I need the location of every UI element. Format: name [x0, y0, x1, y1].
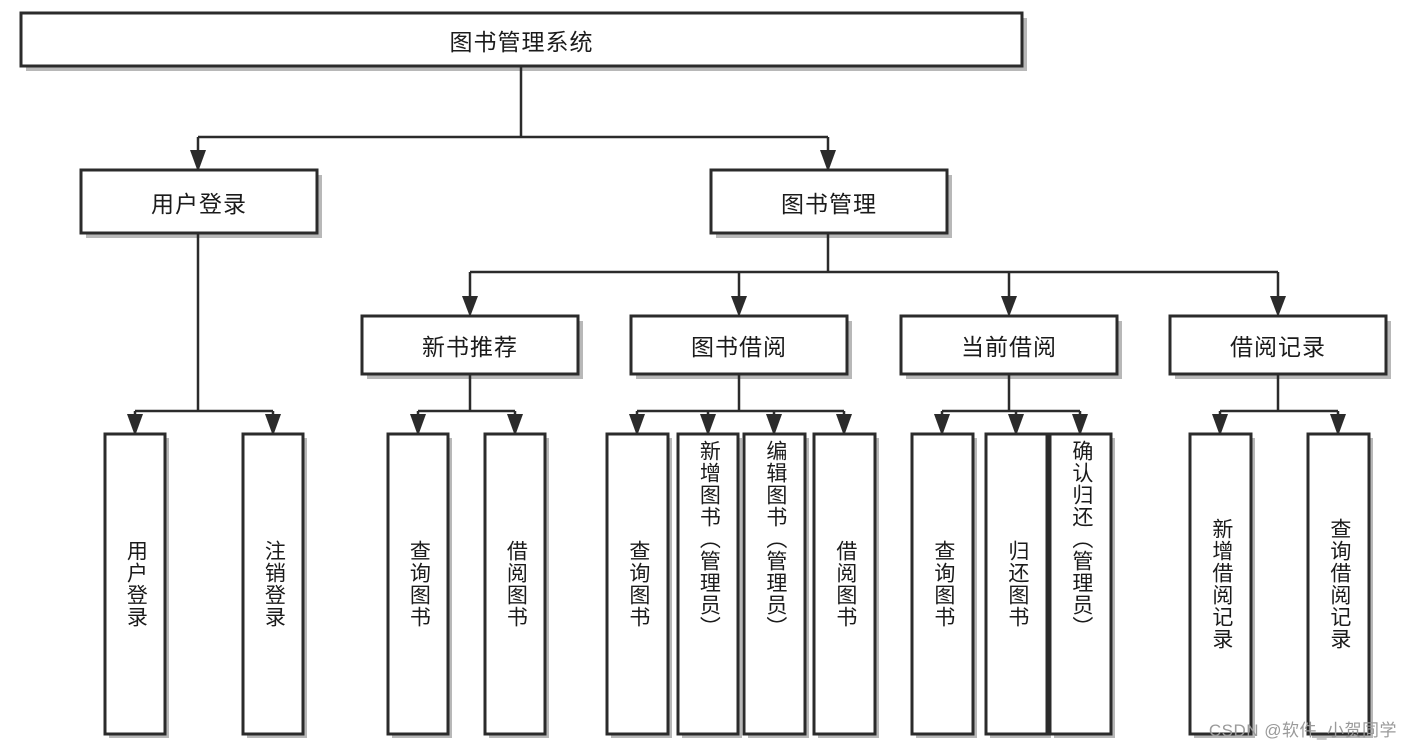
- node-leaf-cb-confirm-return[interactable]: [1048, 432, 1113, 736]
- node-leaf-rec-borrow-book[interactable]: [483, 432, 547, 736]
- node-leaf-bb-edit-book[interactable]: [742, 432, 807, 736]
- node-leaf-br-add-record[interactable]: [1188, 432, 1253, 736]
- node-root[interactable]: [19, 11, 1024, 68]
- node-leaf-br-query-record[interactable]: [1306, 432, 1371, 736]
- watermark-text: CSDN @软件_小贺同学: [1208, 721, 1397, 740]
- node-book-borrow[interactable]: [629, 314, 849, 376]
- connectors: [133, 66, 1340, 414]
- node-book-manage[interactable]: [709, 168, 949, 235]
- node-leaf-cb-return-book[interactable]: [984, 432, 1049, 736]
- node-leaf-user-logout[interactable]: [241, 432, 305, 736]
- node-leaf-bb-query-book[interactable]: [605, 432, 670, 736]
- node-borrow-record[interactable]: [1168, 314, 1388, 376]
- node-leaf-cb-query-book[interactable]: [910, 432, 975, 736]
- node-new-book-rec[interactable]: [360, 314, 580, 376]
- node-leaf-bb-add-book[interactable]: [676, 432, 740, 736]
- node-user-login[interactable]: [79, 168, 319, 235]
- node-current-borrow[interactable]: [899, 314, 1119, 376]
- node-leaf-bb-borrow-book[interactable]: [812, 432, 877, 736]
- arrow-heads: [127, 150, 1346, 436]
- node-leaf-rec-query-book[interactable]: [386, 432, 450, 736]
- node-leaf-user-login[interactable]: [103, 432, 167, 736]
- node-boxes: [19, 11, 1388, 736]
